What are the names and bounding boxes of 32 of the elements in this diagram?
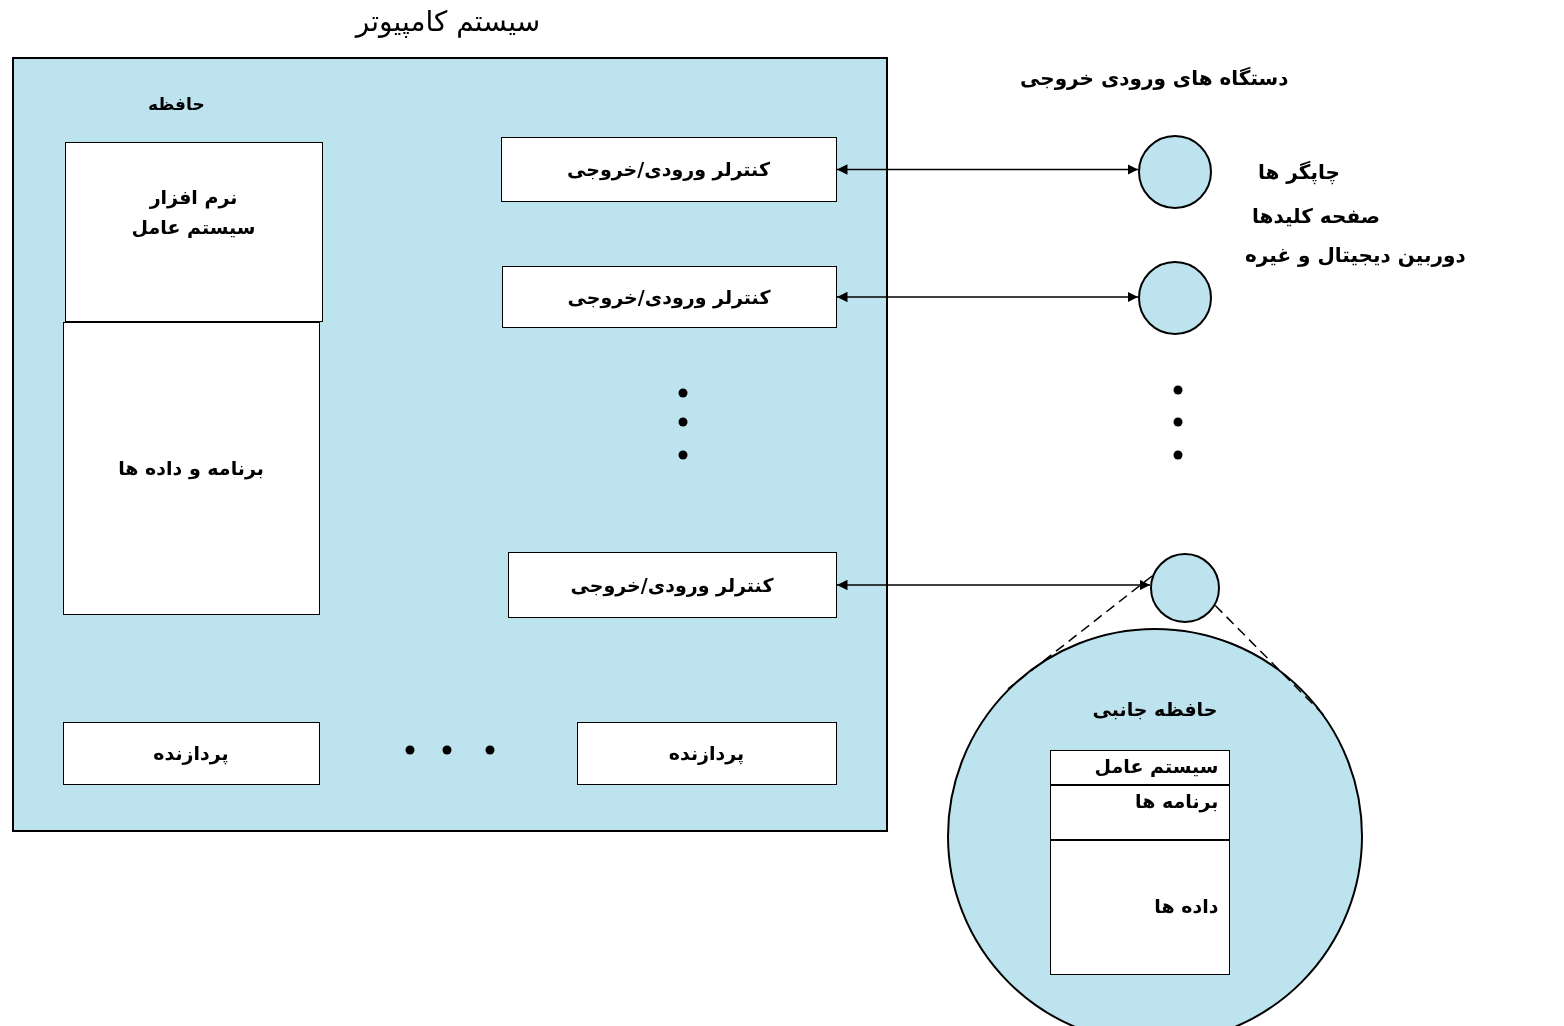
heading-text: حافظه جانبی [1091,697,1219,722]
arrow [836,579,1151,591]
process-box [64,141,323,322]
process-box [1049,784,1230,840]
box-text: کنترلر ورودی/خروجی [567,157,770,183]
box-text: پردازنده [153,741,229,767]
box-text: پردازنده [668,741,745,767]
process-box [62,321,320,615]
heading-text: دستگاه های ورودی خروجی [1020,66,1289,90]
box-text: سیستم عامل [1094,753,1219,779]
zoom-line [1214,604,1327,718]
box-text: داده ها [1154,893,1219,919]
arrow [836,291,1139,303]
heading-text: سیستم کامپیوتر [353,7,542,37]
process-box [576,721,837,785]
box-text: نرم افزار سیستم عامل [130,184,257,240]
box-text: برنامه ها [1135,788,1219,815]
process-box [1049,749,1230,785]
process-box [501,265,837,328]
zoom-line [1007,575,1153,690]
box-text: کنترلر ورودی/خروجی [567,284,771,311]
label-text: چاپگر ها [1258,160,1340,184]
process-box [507,551,837,618]
box-text: کنترلر ورودی/خروجی [570,572,774,599]
label-text: دوربین دیجیتال و غیره [1245,243,1466,267]
process-box [1049,839,1230,975]
label-text: صفحه کلیدها [1252,204,1381,228]
process-box [500,136,837,202]
process-box [62,721,320,785]
box-text: برنامه و داده ها [118,456,264,482]
label-text: حافظه [148,94,205,114]
arrow [836,164,1139,175]
